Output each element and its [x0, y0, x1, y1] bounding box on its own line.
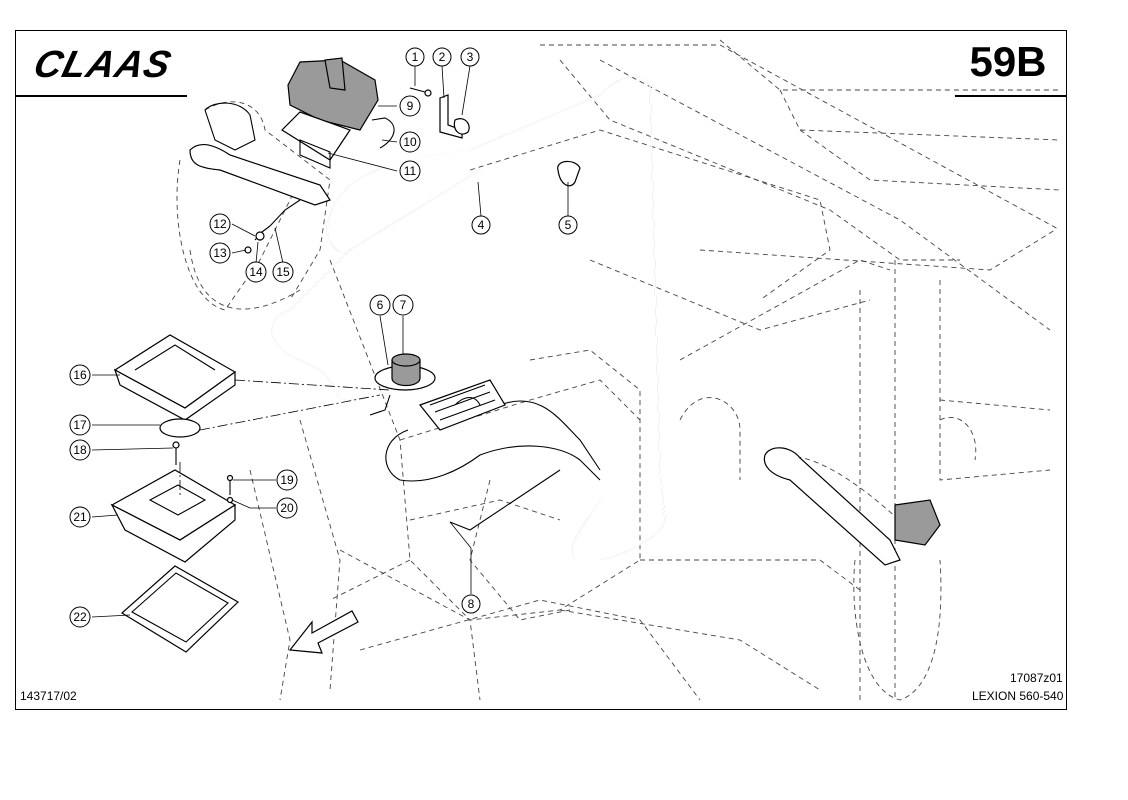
callout-14: 14 — [245, 261, 267, 283]
callout-6: 6 — [369, 294, 391, 316]
callout-18: 18 — [69, 439, 91, 461]
screws-19-20 — [226, 474, 234, 504]
beacon-6-7 — [374, 353, 436, 391]
svg-text:22: 22 — [73, 610, 87, 624]
callout-11: 11 — [399, 160, 421, 182]
drawing-number: 17087z01 — [1010, 671, 1063, 685]
callout-21: 21 — [69, 506, 91, 528]
svg-text:2: 2 — [439, 50, 446, 64]
callout-10: 10 — [399, 131, 421, 153]
hardware-1-2-3-5 — [244, 87, 581, 254]
svg-text:7: 7 — [400, 298, 407, 312]
svg-text:1: 1 — [412, 50, 419, 64]
mirror-arm-right — [763, 447, 941, 566]
callout-8: 8 — [461, 594, 481, 614]
callout-20: 20 — [276, 497, 298, 519]
svg-text:16: 16 — [73, 368, 87, 382]
beacon-module-9 — [281, 57, 379, 169]
callout-15: 15 — [272, 261, 294, 283]
svg-text:18: 18 — [73, 443, 87, 457]
svg-text:4: 4 — [478, 218, 485, 232]
control-panel — [419, 379, 506, 431]
callout-1: 1 — [405, 47, 425, 67]
callout-3: 3 — [460, 47, 480, 67]
brand-text: CLAAS — [30, 44, 176, 84]
gasket-17 — [159, 418, 201, 438]
model-label: LEXION 560-540 — [972, 689, 1064, 703]
callout-22: 22 — [69, 606, 91, 628]
claas-logo: CLAAS — [30, 44, 176, 84]
brand-rule — [15, 95, 187, 97]
base-21 — [110, 469, 237, 563]
callout-19: 19 — [276, 469, 298, 491]
filter-22 — [120, 565, 239, 653]
svg-text:10: 10 — [403, 135, 417, 149]
screw-18 — [172, 441, 180, 465]
svg-text:17: 17 — [73, 418, 87, 432]
svg-text:9: 9 — [407, 99, 414, 113]
callout-5: 5 — [558, 215, 578, 235]
direction-arrow — [288, 610, 359, 654]
callout-2: 2 — [432, 47, 452, 67]
page-code: 59B — [969, 38, 1047, 85]
callout-7: 7 — [392, 294, 414, 316]
filter-housing-16 — [113, 334, 237, 421]
svg-text:8: 8 — [468, 597, 475, 611]
leader-lines — [91, 65, 569, 618]
svg-text:13: 13 — [213, 246, 227, 260]
doc-number: 143717/02 — [20, 689, 77, 703]
svg-text:20: 20 — [280, 501, 294, 515]
callout-13: 13 — [209, 242, 231, 264]
callout-12: 12 — [209, 213, 231, 235]
cab-outline — [176, 39, 1061, 701]
svg-text:11: 11 — [404, 164, 417, 178]
svg-text:5: 5 — [565, 218, 572, 232]
page-code-rule — [955, 95, 1067, 97]
callout-4: 4 — [471, 215, 491, 235]
svg-text:6: 6 — [377, 298, 384, 312]
mirror-arm-left — [189, 102, 331, 206]
callout-16: 16 — [69, 364, 91, 386]
svg-text:21: 21 — [73, 510, 87, 524]
construction-lines — [179, 379, 391, 495]
svg-text:14: 14 — [249, 265, 263, 279]
callout-17: 17 — [69, 414, 91, 436]
svg-text:19: 19 — [280, 473, 294, 487]
callout-9: 9 — [399, 95, 421, 117]
cable-loop — [271, 75, 666, 561]
svg-text:3: 3 — [467, 50, 474, 64]
svg-text:15: 15 — [276, 265, 290, 279]
svg-text:12: 12 — [213, 217, 227, 231]
